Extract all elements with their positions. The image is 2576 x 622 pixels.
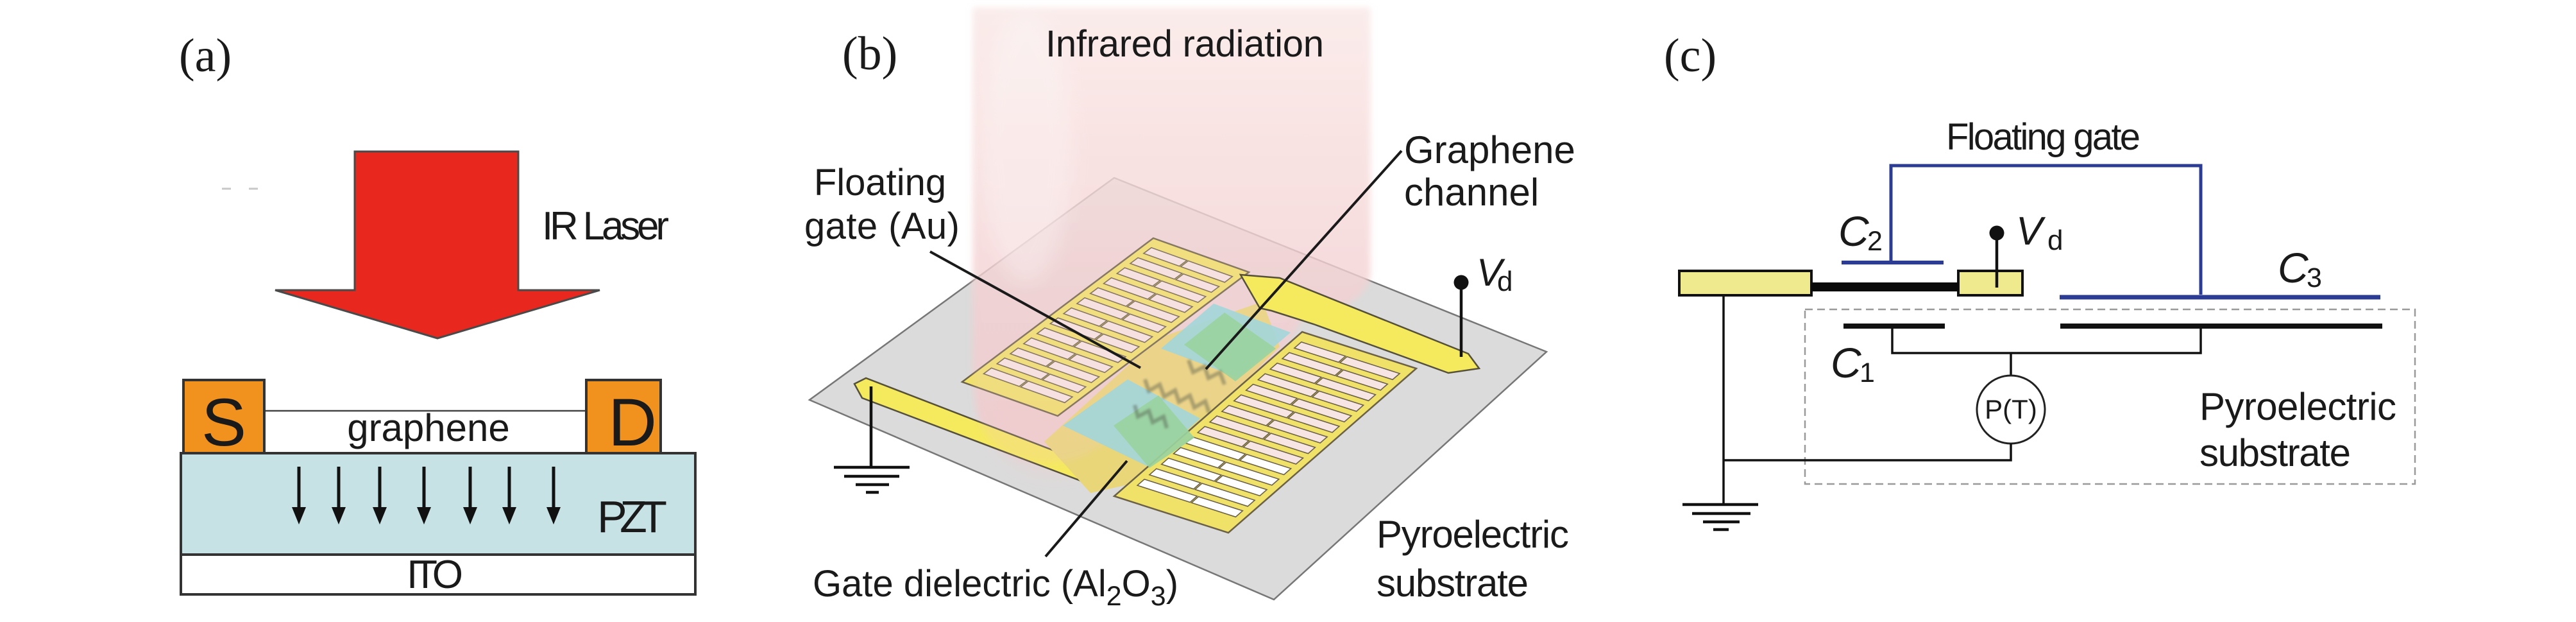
- svg-text:Floating gate: Floating gate: [1946, 116, 2140, 158]
- svg-text:(a): (a): [179, 30, 232, 82]
- svg-text:Floating: Floating: [814, 162, 946, 203]
- svg-text:Graphene: Graphene: [1404, 128, 1575, 171]
- svg-text:d: d: [2047, 225, 2063, 256]
- svg-text:IR Laser: IR Laser: [542, 204, 669, 248]
- svg-text:C: C: [2278, 244, 2309, 291]
- svg-text:C: C: [1831, 339, 1862, 386]
- svg-text:channel: channel: [1404, 171, 1539, 214]
- svg-text:(c): (c): [1664, 30, 1716, 82]
- svg-text:Infrared radiation: Infrared radiation: [1046, 23, 1324, 65]
- svg-text:V: V: [2016, 209, 2046, 254]
- svg-text:PZT: PZT: [597, 492, 667, 542]
- svg-text:Pyroelectric: Pyroelectric: [1377, 513, 1569, 556]
- svg-text:Gate dielectric (Al2O3): Gate dielectric (Al2O3): [813, 563, 1178, 612]
- svg-text:1: 1: [1860, 358, 1875, 388]
- svg-text:substrate: substrate: [1377, 562, 1529, 605]
- svg-text:graphene: graphene: [347, 406, 510, 449]
- svg-text:V: V: [1477, 251, 1505, 294]
- svg-text:Pyroelectric: Pyroelectric: [2199, 385, 2396, 428]
- svg-text:d: d: [1497, 266, 1513, 297]
- svg-text:ITO: ITO: [407, 553, 463, 597]
- svg-text:gate (Au): gate (Au): [804, 205, 960, 247]
- svg-text:D: D: [608, 385, 657, 460]
- svg-text:2: 2: [1867, 226, 1883, 257]
- svg-text:C: C: [1838, 207, 1870, 255]
- svg-text:substrate: substrate: [2199, 431, 2351, 474]
- svg-text:P(T): P(T): [1985, 394, 2037, 424]
- svg-text:S: S: [201, 385, 246, 460]
- svg-text:(b): (b): [842, 28, 897, 80]
- svg-text:3: 3: [2307, 263, 2322, 293]
